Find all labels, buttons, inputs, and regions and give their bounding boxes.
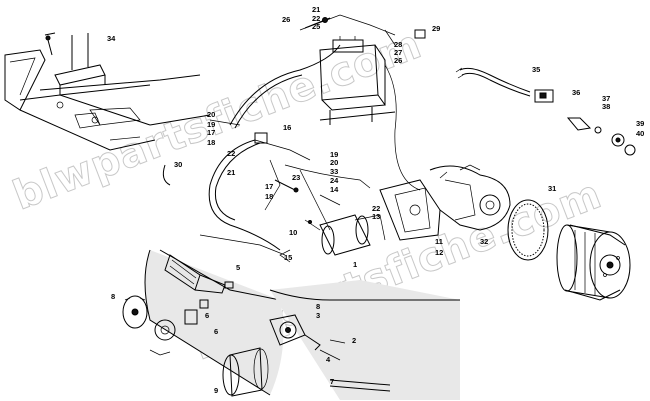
callout-21: 21: [312, 5, 320, 14]
callout-36: 36: [572, 88, 580, 97]
callout-2: 2: [352, 336, 356, 345]
callout-7: 7: [330, 377, 334, 386]
callout-19b: 19: [330, 150, 338, 159]
callout-4: 4: [326, 355, 331, 364]
callout-39: 39: [636, 119, 644, 128]
brush-holder: [149, 299, 209, 356]
callout-38: 38: [602, 102, 610, 111]
callout-40: 40: [636, 129, 644, 138]
chassis-frame: [4, 32, 211, 151]
callout-22b: 22: [227, 149, 235, 158]
callout-17b: 17: [265, 182, 273, 191]
motor-housing: [222, 347, 269, 397]
callout-10: 10: [289, 228, 297, 237]
callout-30: 30: [174, 160, 182, 169]
callout-22c: 22: [372, 204, 380, 213]
lower-detail-band: [144, 249, 460, 400]
right-harness: [455, 67, 636, 156]
callout-6b: 6: [214, 327, 218, 336]
callout-25: 25: [312, 22, 320, 31]
wiring-harness: [162, 44, 371, 263]
flywheel: [556, 224, 631, 301]
callout-9: 9: [214, 386, 218, 395]
callout-22: 22: [312, 14, 320, 23]
callout-19: 19: [207, 120, 215, 129]
watermark-text: blwpartsfiche.com: [7, 21, 428, 219]
callout-23: 23: [292, 173, 300, 182]
drive-end: [269, 314, 346, 361]
callout-8b: 8: [316, 302, 320, 311]
callout-20b: 20: [330, 158, 338, 167]
callout-26b: 26: [394, 56, 402, 65]
callout-32: 32: [480, 237, 488, 246]
callout-26: 26: [282, 15, 290, 24]
callout-27: 27: [394, 48, 402, 57]
end-cap: [122, 295, 148, 329]
callout-12: 12: [435, 248, 443, 257]
callout-16: 16: [283, 123, 291, 132]
callout-37: 37: [602, 94, 610, 103]
battery-assembly: [299, 14, 426, 191]
callout-13: 13: [372, 212, 380, 221]
callout-18: 18: [207, 138, 215, 147]
ring-gear: [507, 199, 549, 261]
callout-21b: 21: [227, 168, 235, 177]
callout-18b: 18: [265, 192, 273, 201]
callout-24: 24: [330, 176, 339, 185]
callout-8: 8: [111, 292, 115, 301]
callout-31: 31: [548, 184, 556, 193]
callout-labels: 1 2 3 4 5 6 6 7 8 8 9 10 11 12 13 14 15 …: [107, 5, 644, 395]
callout-20: 20: [207, 110, 215, 119]
engine-block: [379, 164, 511, 241]
callout-5: 5: [236, 263, 240, 272]
callout-15: 15: [284, 253, 292, 262]
starter-motor: [304, 214, 386, 256]
callout-6: 6: [205, 311, 209, 320]
callout-33: 33: [330, 167, 338, 176]
callout-17: 17: [207, 128, 215, 137]
callout-1: 1: [353, 260, 357, 269]
callout-14: 14: [330, 185, 339, 194]
callout-34: 34: [107, 34, 116, 43]
callout-29: 29: [432, 24, 440, 33]
callout-3: 3: [316, 311, 320, 320]
callout-11: 11: [435, 237, 443, 246]
armature: [164, 254, 234, 294]
through-bolts: [329, 379, 391, 392]
callout-28: 28: [394, 40, 402, 49]
callout-35: 35: [532, 65, 540, 74]
